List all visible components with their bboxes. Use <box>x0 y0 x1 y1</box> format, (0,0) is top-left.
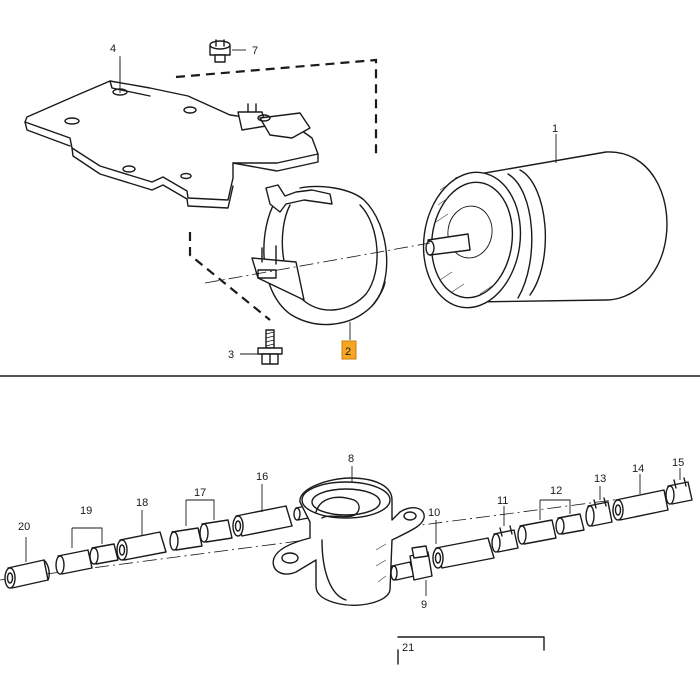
clamp-strap <box>251 184 388 326</box>
assembly-dash-line-top <box>175 58 378 157</box>
screw-part-3 <box>257 329 283 365</box>
highlight-box-part-2[interactable] <box>341 340 357 360</box>
callout-7: 7 <box>252 45 258 57</box>
callout-12: 12 <box>550 485 562 497</box>
sleeve-part-14 <box>612 489 669 521</box>
callout-8: 8 <box>348 453 354 465</box>
bracket-12 <box>539 499 571 520</box>
callout-20: 20 <box>18 521 30 533</box>
clip-part-13 <box>585 497 613 527</box>
bolt-part-7 <box>209 39 231 63</box>
axis-line-upper <box>204 242 431 284</box>
sleeve-part-18 <box>116 531 167 561</box>
bracket-17 <box>185 499 215 526</box>
callout-13: 13 <box>594 473 606 485</box>
outlet-part-9 <box>390 545 433 581</box>
clip-part-15 <box>665 477 693 505</box>
sleeve-set-part-17 <box>169 519 233 551</box>
callout-9: 9 <box>421 599 427 611</box>
callout-21: 21 <box>402 642 414 654</box>
callout-18: 18 <box>136 497 148 509</box>
sleeve-set-part-12 <box>517 513 585 545</box>
sleeve-set-part-19 <box>55 543 119 575</box>
callout-4: 4 <box>110 43 116 55</box>
callout-2: 2 <box>345 346 351 358</box>
clip-part-11 <box>491 525 519 553</box>
callout-14: 14 <box>632 463 644 475</box>
callout-17: 17 <box>194 487 206 499</box>
callout-3: 3 <box>228 349 234 361</box>
callout-16: 16 <box>256 471 268 483</box>
bracket-21 <box>397 636 545 665</box>
sleeve-part-10 <box>432 537 495 569</box>
filter-housing <box>272 477 425 606</box>
assembly-dash-line-left <box>188 232 271 321</box>
sleeve-part-20 <box>4 559 50 589</box>
sleeve-part-16 <box>232 505 309 537</box>
callout-15: 15 <box>672 457 684 469</box>
callout-11: 11 <box>497 495 508 507</box>
callout-1: 1 <box>552 123 558 135</box>
callout-10: 10 <box>428 507 440 519</box>
bracket-19 <box>71 527 103 548</box>
filter-canister <box>422 151 668 309</box>
callout-19: 19 <box>80 505 92 517</box>
mounting-bracket <box>24 60 319 209</box>
